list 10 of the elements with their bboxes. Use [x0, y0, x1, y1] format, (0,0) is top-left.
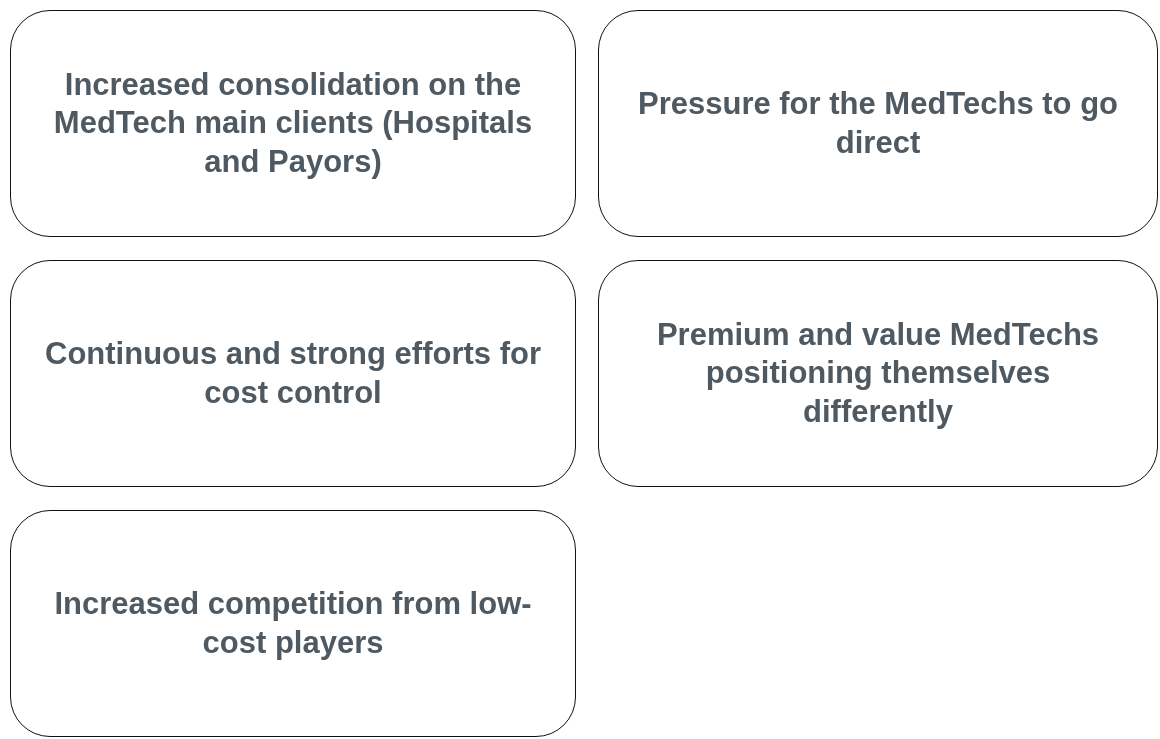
box-text: Continuous and strong efforts for cost control: [44, 335, 542, 412]
box-text: Increased consolidation on the MedTech main clients (Hospitals and Payors): [52, 66, 534, 181]
rounded-box: [10, 260, 576, 487]
box-text: Pressure for the MedTechs to go direct: [637, 85, 1119, 162]
rounded-box: [10, 10, 576, 237]
rounded-box: [10, 510, 576, 737]
box-text: Premium and value MedTechs positioning themselves differently: [655, 316, 1101, 431]
box-text: Increased competition from low-cost players: [53, 585, 533, 662]
rounded-box: [598, 260, 1158, 487]
rounded-box: [598, 10, 1158, 237]
